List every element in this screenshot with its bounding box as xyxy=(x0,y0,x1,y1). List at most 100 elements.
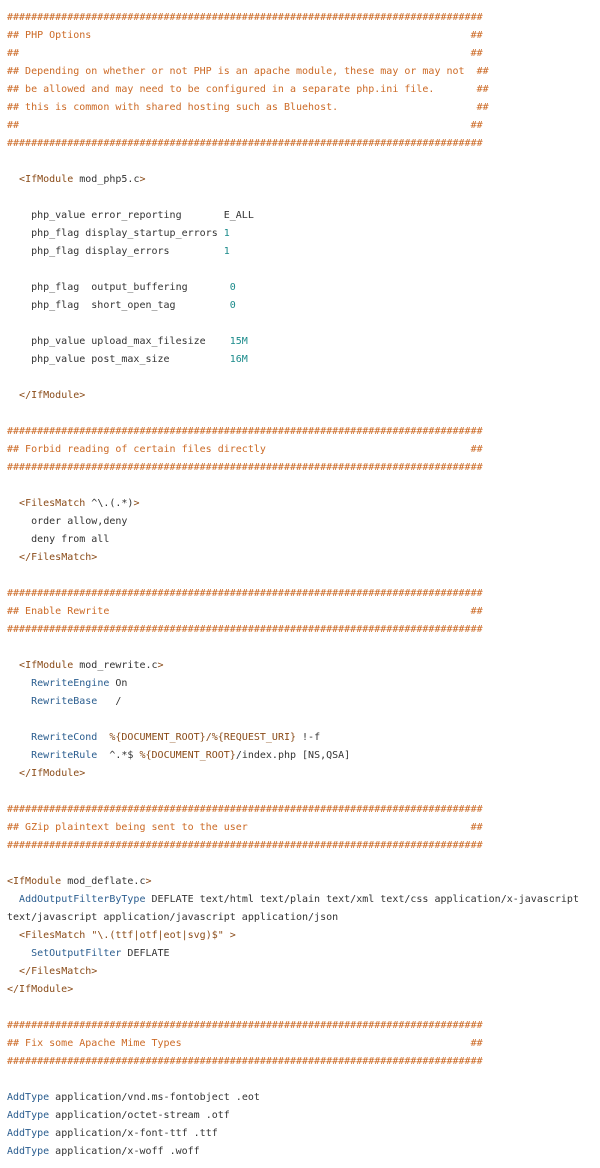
variable-token: %{DOCUMENT_ROOT}/%{REQUEST_URI} xyxy=(109,732,297,743)
code-text xyxy=(7,948,31,959)
code-line: AddType application/vnd.ms-fontobject .e… xyxy=(7,1089,597,1107)
comment-text: ## PHP Options ## xyxy=(7,30,483,41)
code-line: ########################################… xyxy=(7,135,597,153)
code-line: ## GZip plaintext being sent to the user… xyxy=(7,819,597,837)
code-block: ########################################… xyxy=(7,9,597,1161)
code-line xyxy=(7,405,597,423)
code-text: /index.php [NS,QSA] xyxy=(235,750,351,761)
comment-text: ## ## xyxy=(7,120,483,131)
code-text: php_flag output_buffering xyxy=(7,282,230,293)
directive-token: RewriteCond xyxy=(31,732,98,743)
code-text: mod_deflate.c xyxy=(61,876,146,887)
comment-text: ## Fix some Apache Mime Types ## xyxy=(7,1038,483,1049)
code-text: application/x-woff .woff xyxy=(49,1146,200,1157)
code-text: php_value upload_max_filesize xyxy=(7,336,230,347)
number-token: 0 xyxy=(229,282,236,293)
code-line: RewriteEngine On xyxy=(7,675,597,693)
tag-token: <IfModule xyxy=(7,876,62,887)
code-line xyxy=(7,315,597,333)
code-text xyxy=(7,174,19,185)
code-line: </IfModule> xyxy=(7,387,597,405)
code-line xyxy=(7,783,597,801)
code-line: RewriteRule ^.*$ %{DOCUMENT_ROOT}/index.… xyxy=(7,747,597,765)
comment-text: ## Forbid reading of certain files direc… xyxy=(7,444,483,455)
comment-text: ########################################… xyxy=(7,1020,483,1031)
code-line: </FilesMatch> xyxy=(7,963,597,981)
code-text xyxy=(7,696,31,707)
code-line: AddOutputFilterByType DEFLATE text/html … xyxy=(7,891,597,909)
code-line: ########################################… xyxy=(7,1017,597,1035)
code-line: php_flag display_errors 1 xyxy=(7,243,597,261)
code-line: order allow,deny xyxy=(7,513,597,531)
code-text xyxy=(7,930,19,941)
code-text xyxy=(7,660,19,671)
code-line: php_flag output_buffering 0 xyxy=(7,279,597,297)
code-line: RewriteCond %{DOCUMENT_ROOT}/%{REQUEST_U… xyxy=(7,729,597,747)
variable-token: "\.(ttf|otf|eot|svg)$" xyxy=(91,930,224,941)
code-line xyxy=(7,999,597,1017)
tag-token: </FilesMatch> xyxy=(19,552,98,563)
code-line: php_flag short_open_tag 0 xyxy=(7,297,597,315)
code-line: ## ## xyxy=(7,45,597,63)
code-line: php_value error_reporting E_ALL xyxy=(7,207,597,225)
code-text: DEFLATE text/html text/plain text/xml te… xyxy=(145,894,579,905)
code-text: text/javascript application/javascript a… xyxy=(7,912,339,923)
code-line: AddType application/x-font-ttf .ttf xyxy=(7,1125,597,1143)
comment-text: ########################################… xyxy=(7,840,483,851)
code-line: ## Enable Rewrite ## xyxy=(7,603,597,621)
code-text xyxy=(97,732,109,743)
code-line xyxy=(7,855,597,873)
code-line: ## Depending on whether or not PHP is an… xyxy=(7,63,597,81)
number-token: 1 xyxy=(223,246,230,257)
code-line xyxy=(7,261,597,279)
code-line: ########################################… xyxy=(7,621,597,639)
code-line: AddType application/octet-stream .otf xyxy=(7,1107,597,1125)
directive-token: AddType xyxy=(7,1146,50,1157)
directive-token: RewriteRule xyxy=(31,750,98,761)
code-text xyxy=(7,966,19,977)
code-text: DEFLATE xyxy=(121,948,170,959)
code-text: !-f xyxy=(296,732,321,743)
code-line: text/javascript application/javascript a… xyxy=(7,909,597,927)
code-line xyxy=(7,153,597,171)
code-line: </IfModule> xyxy=(7,981,597,999)
tag-token: > xyxy=(145,876,152,887)
comment-text: ########################################… xyxy=(7,624,483,635)
code-text: ^\.(.*) xyxy=(85,498,134,509)
code-text: php_value error_reporting E_ALL xyxy=(7,210,254,221)
tag-token: </FilesMatch> xyxy=(19,966,98,977)
code-line: ## Forbid reading of certain files direc… xyxy=(7,441,597,459)
code-line: ## be allowed and may need to be configu… xyxy=(7,81,597,99)
code-line: ########################################… xyxy=(7,837,597,855)
code-text xyxy=(7,732,31,743)
tag-token: > xyxy=(157,660,164,671)
code-line: ########################################… xyxy=(7,459,597,477)
comment-text: ## GZip plaintext being sent to the user… xyxy=(7,822,483,833)
comment-text: ## be allowed and may need to be configu… xyxy=(7,84,489,95)
directive-token: AddOutputFilterByType xyxy=(19,894,146,905)
tag-token: > xyxy=(139,174,146,185)
comment-text: ## Enable Rewrite ## xyxy=(7,606,483,617)
directive-token: RewriteEngine xyxy=(31,678,110,689)
code-text xyxy=(7,750,31,761)
comment-text: ########################################… xyxy=(7,426,483,437)
number-token: 1 xyxy=(223,228,230,239)
code-line: ## this is common with shared hosting su… xyxy=(7,99,597,117)
code-line: AddType application/x-woff .woff xyxy=(7,1143,597,1161)
code-line: <FilesMatch ^\.(.*)> xyxy=(7,495,597,513)
code-line xyxy=(7,189,597,207)
code-line: ## PHP Options ## xyxy=(7,27,597,45)
tag-token: <FilesMatch xyxy=(19,498,86,509)
code-line xyxy=(7,711,597,729)
comment-text: ########################################… xyxy=(7,138,483,149)
code-line: RewriteBase / xyxy=(7,693,597,711)
code-text: mod_rewrite.c xyxy=(73,660,158,671)
comment-text: ########################################… xyxy=(7,12,483,23)
code-line: ########################################… xyxy=(7,801,597,819)
code-line: <IfModule mod_php5.c> xyxy=(7,171,597,189)
comment-text: ## Depending on whether or not PHP is an… xyxy=(7,66,489,77)
code-line xyxy=(7,639,597,657)
code-text: order allow,deny xyxy=(7,516,128,527)
code-line: ########################################… xyxy=(7,585,597,603)
code-line: SetOutputFilter DEFLATE xyxy=(7,945,597,963)
